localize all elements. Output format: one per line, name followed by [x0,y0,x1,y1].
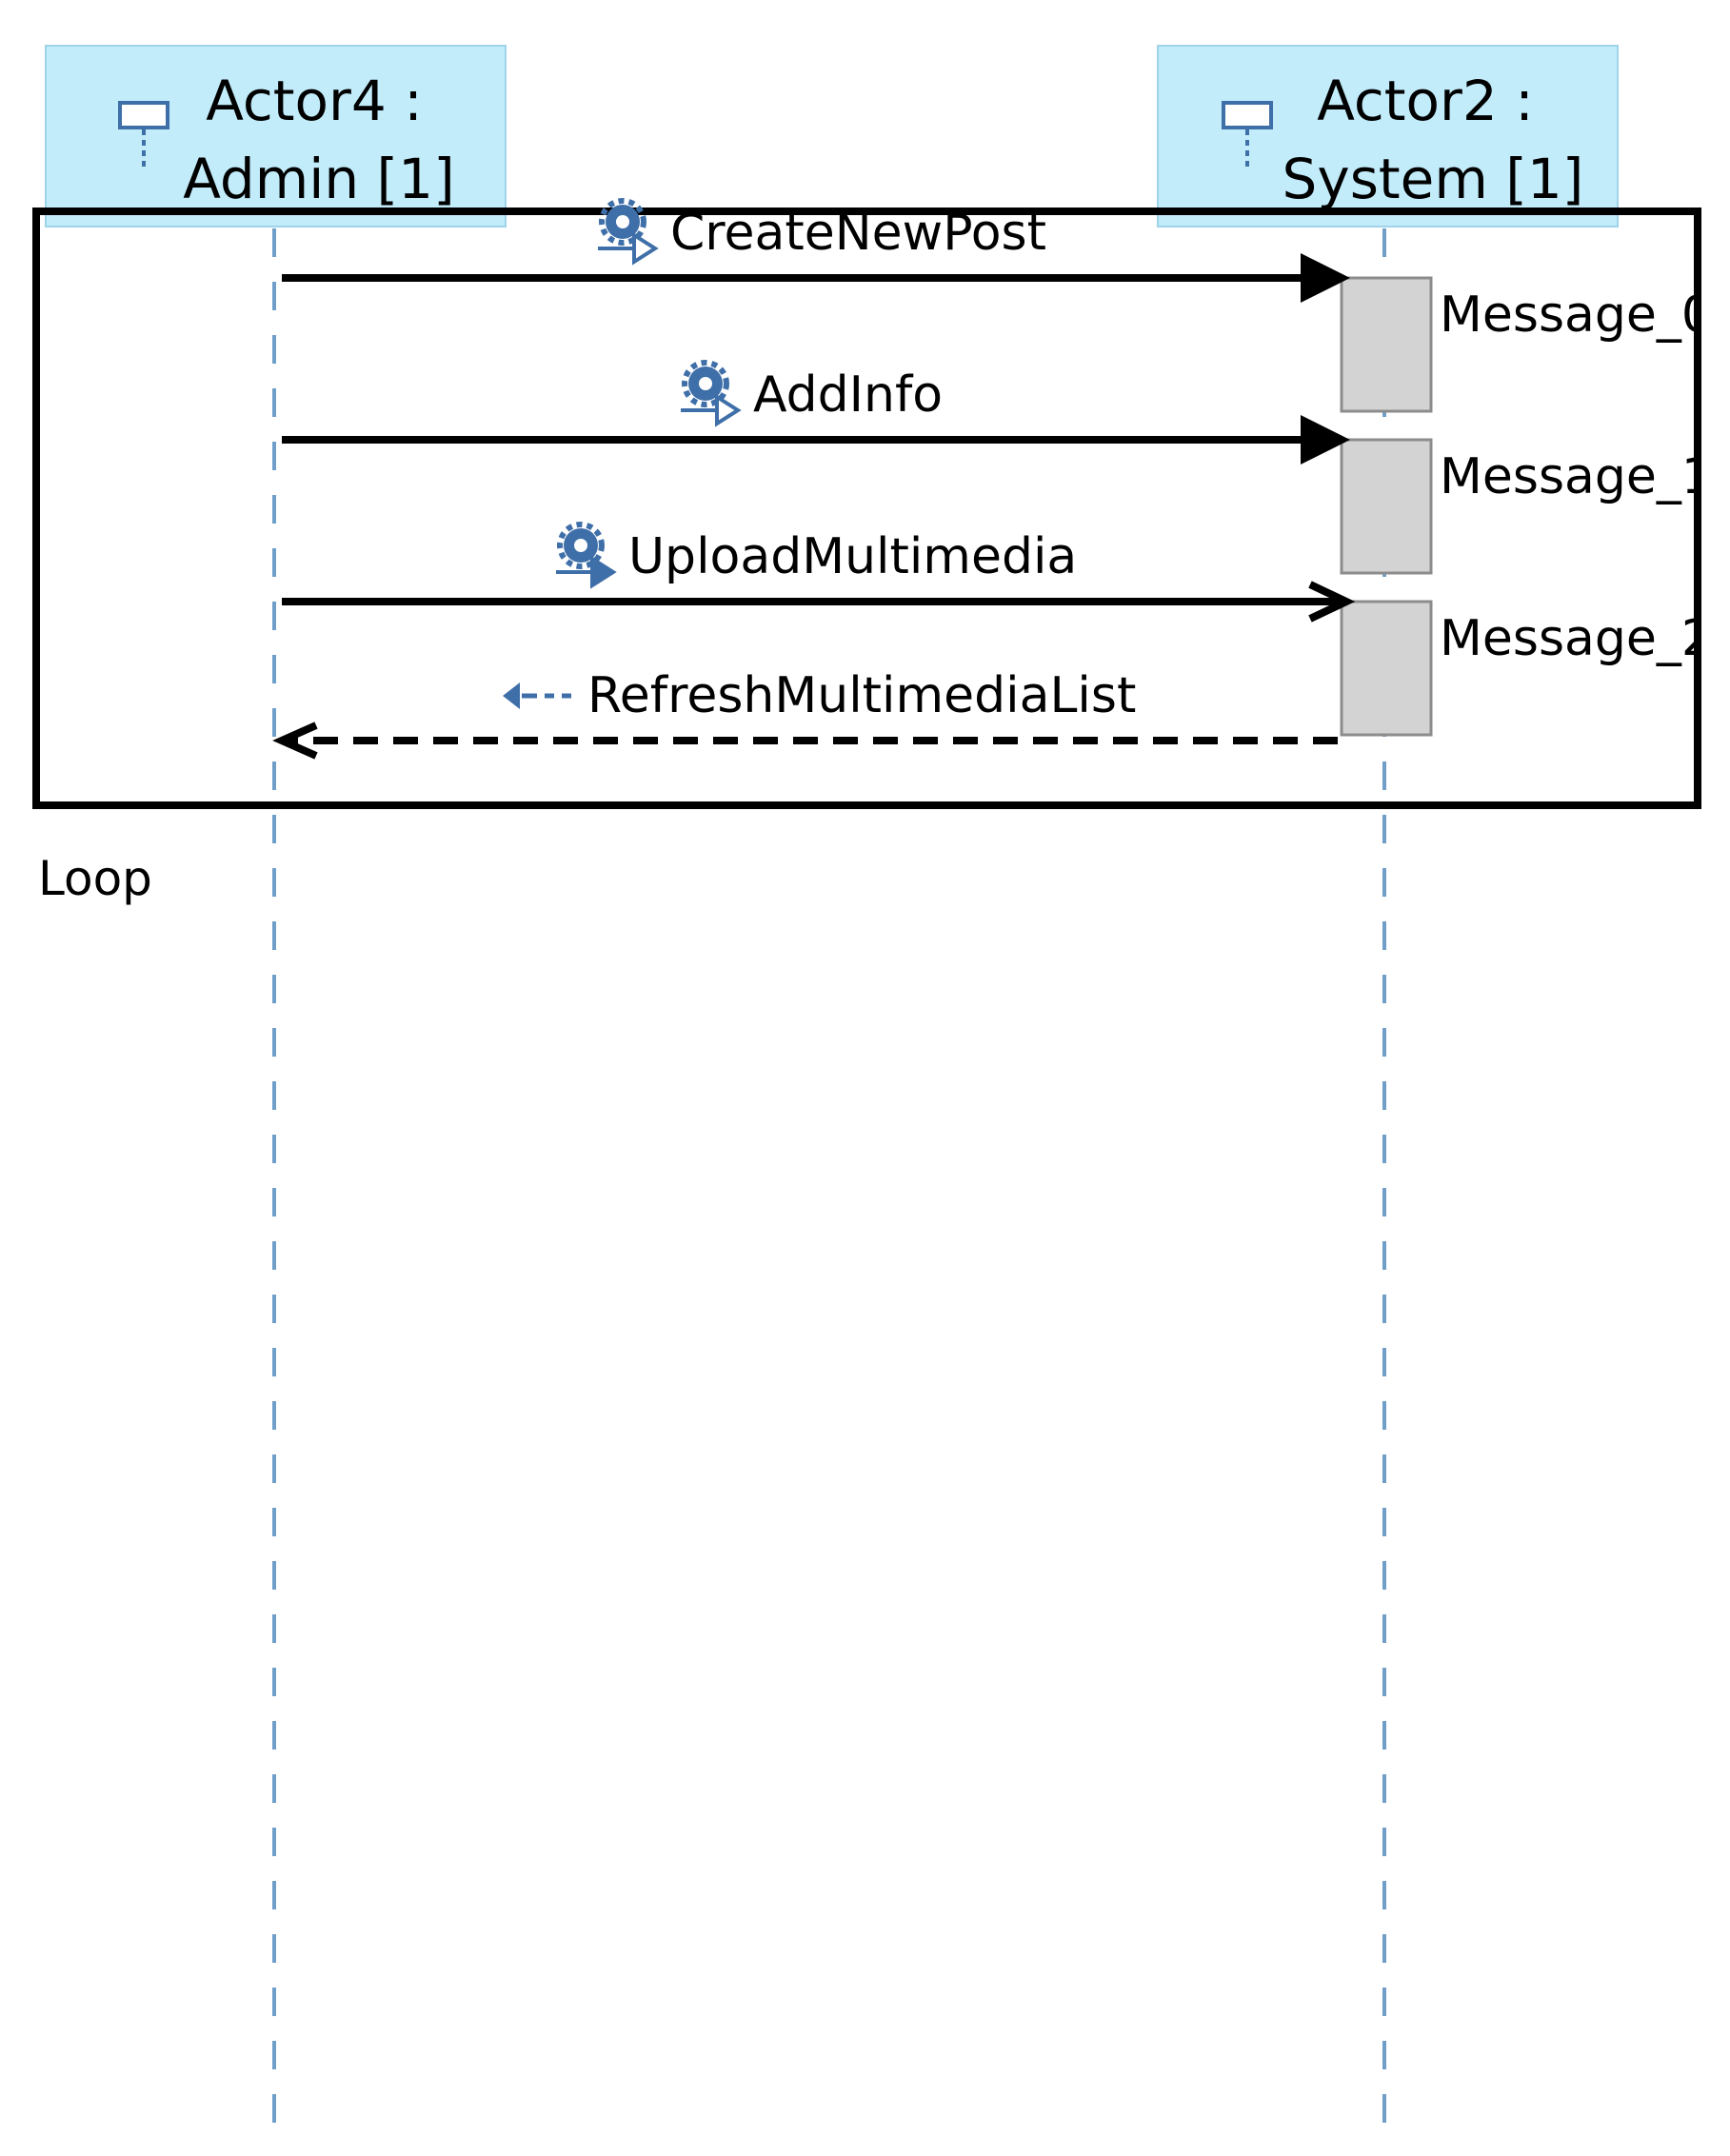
loop-fragment-frame[interactable] [32,208,1701,809]
lifeline-header-admin-box [45,45,507,227]
activation-bar-0[interactable] [1340,276,1433,413]
activation-bar-1[interactable] [1340,438,1433,575]
message-refresh-multimedia-list[interactable]: RefreshMultimediaList [272,667,1338,760]
lifeline-icon [1222,101,1273,168]
activation-bar-2[interactable] [1340,600,1433,737]
loop-fragment-label: Loop [38,851,152,906]
lifeline-admin-multiplicity: Admin [1] [183,147,454,211]
lifeline-admin-name: Actor4 : [206,69,423,133]
lifeline-header-admin[interactable]: Actor4 : Admin [1] [45,45,507,227]
lifeline-header-system[interactable]: Actor2 : System [1] [1157,45,1619,227]
message-label: AddInfo [753,366,943,424]
lifeline-icon [118,101,169,168]
operation-gear-icon [598,198,659,266]
lifeline-system-name: Actor2 : [1317,69,1534,133]
operation-gear-icon [556,522,617,589]
activation-label-0: Message_0 [1440,287,1713,344]
message-label: UploadMultimedia [628,528,1077,585]
message-add-info[interactable]: AddInfo [282,360,1350,465]
reply-arrow-icon [503,682,571,709]
lifeline-header-system-box [1157,45,1619,227]
activation-label-2: Message_2 [1440,610,1713,667]
message-upload-multimedia[interactable]: UploadMultimedia [282,522,1356,623]
lifeline-system-multiplicity: System [1] [1283,147,1584,211]
message-label: RefreshMultimediaList [587,667,1136,724]
activation-label-1: Message_1 [1440,448,1713,505]
message-label: CreateNewPost [670,205,1046,262]
message-create-new-post[interactable]: CreateNewPost [282,198,1350,303]
operation-gear-icon [681,360,742,427]
